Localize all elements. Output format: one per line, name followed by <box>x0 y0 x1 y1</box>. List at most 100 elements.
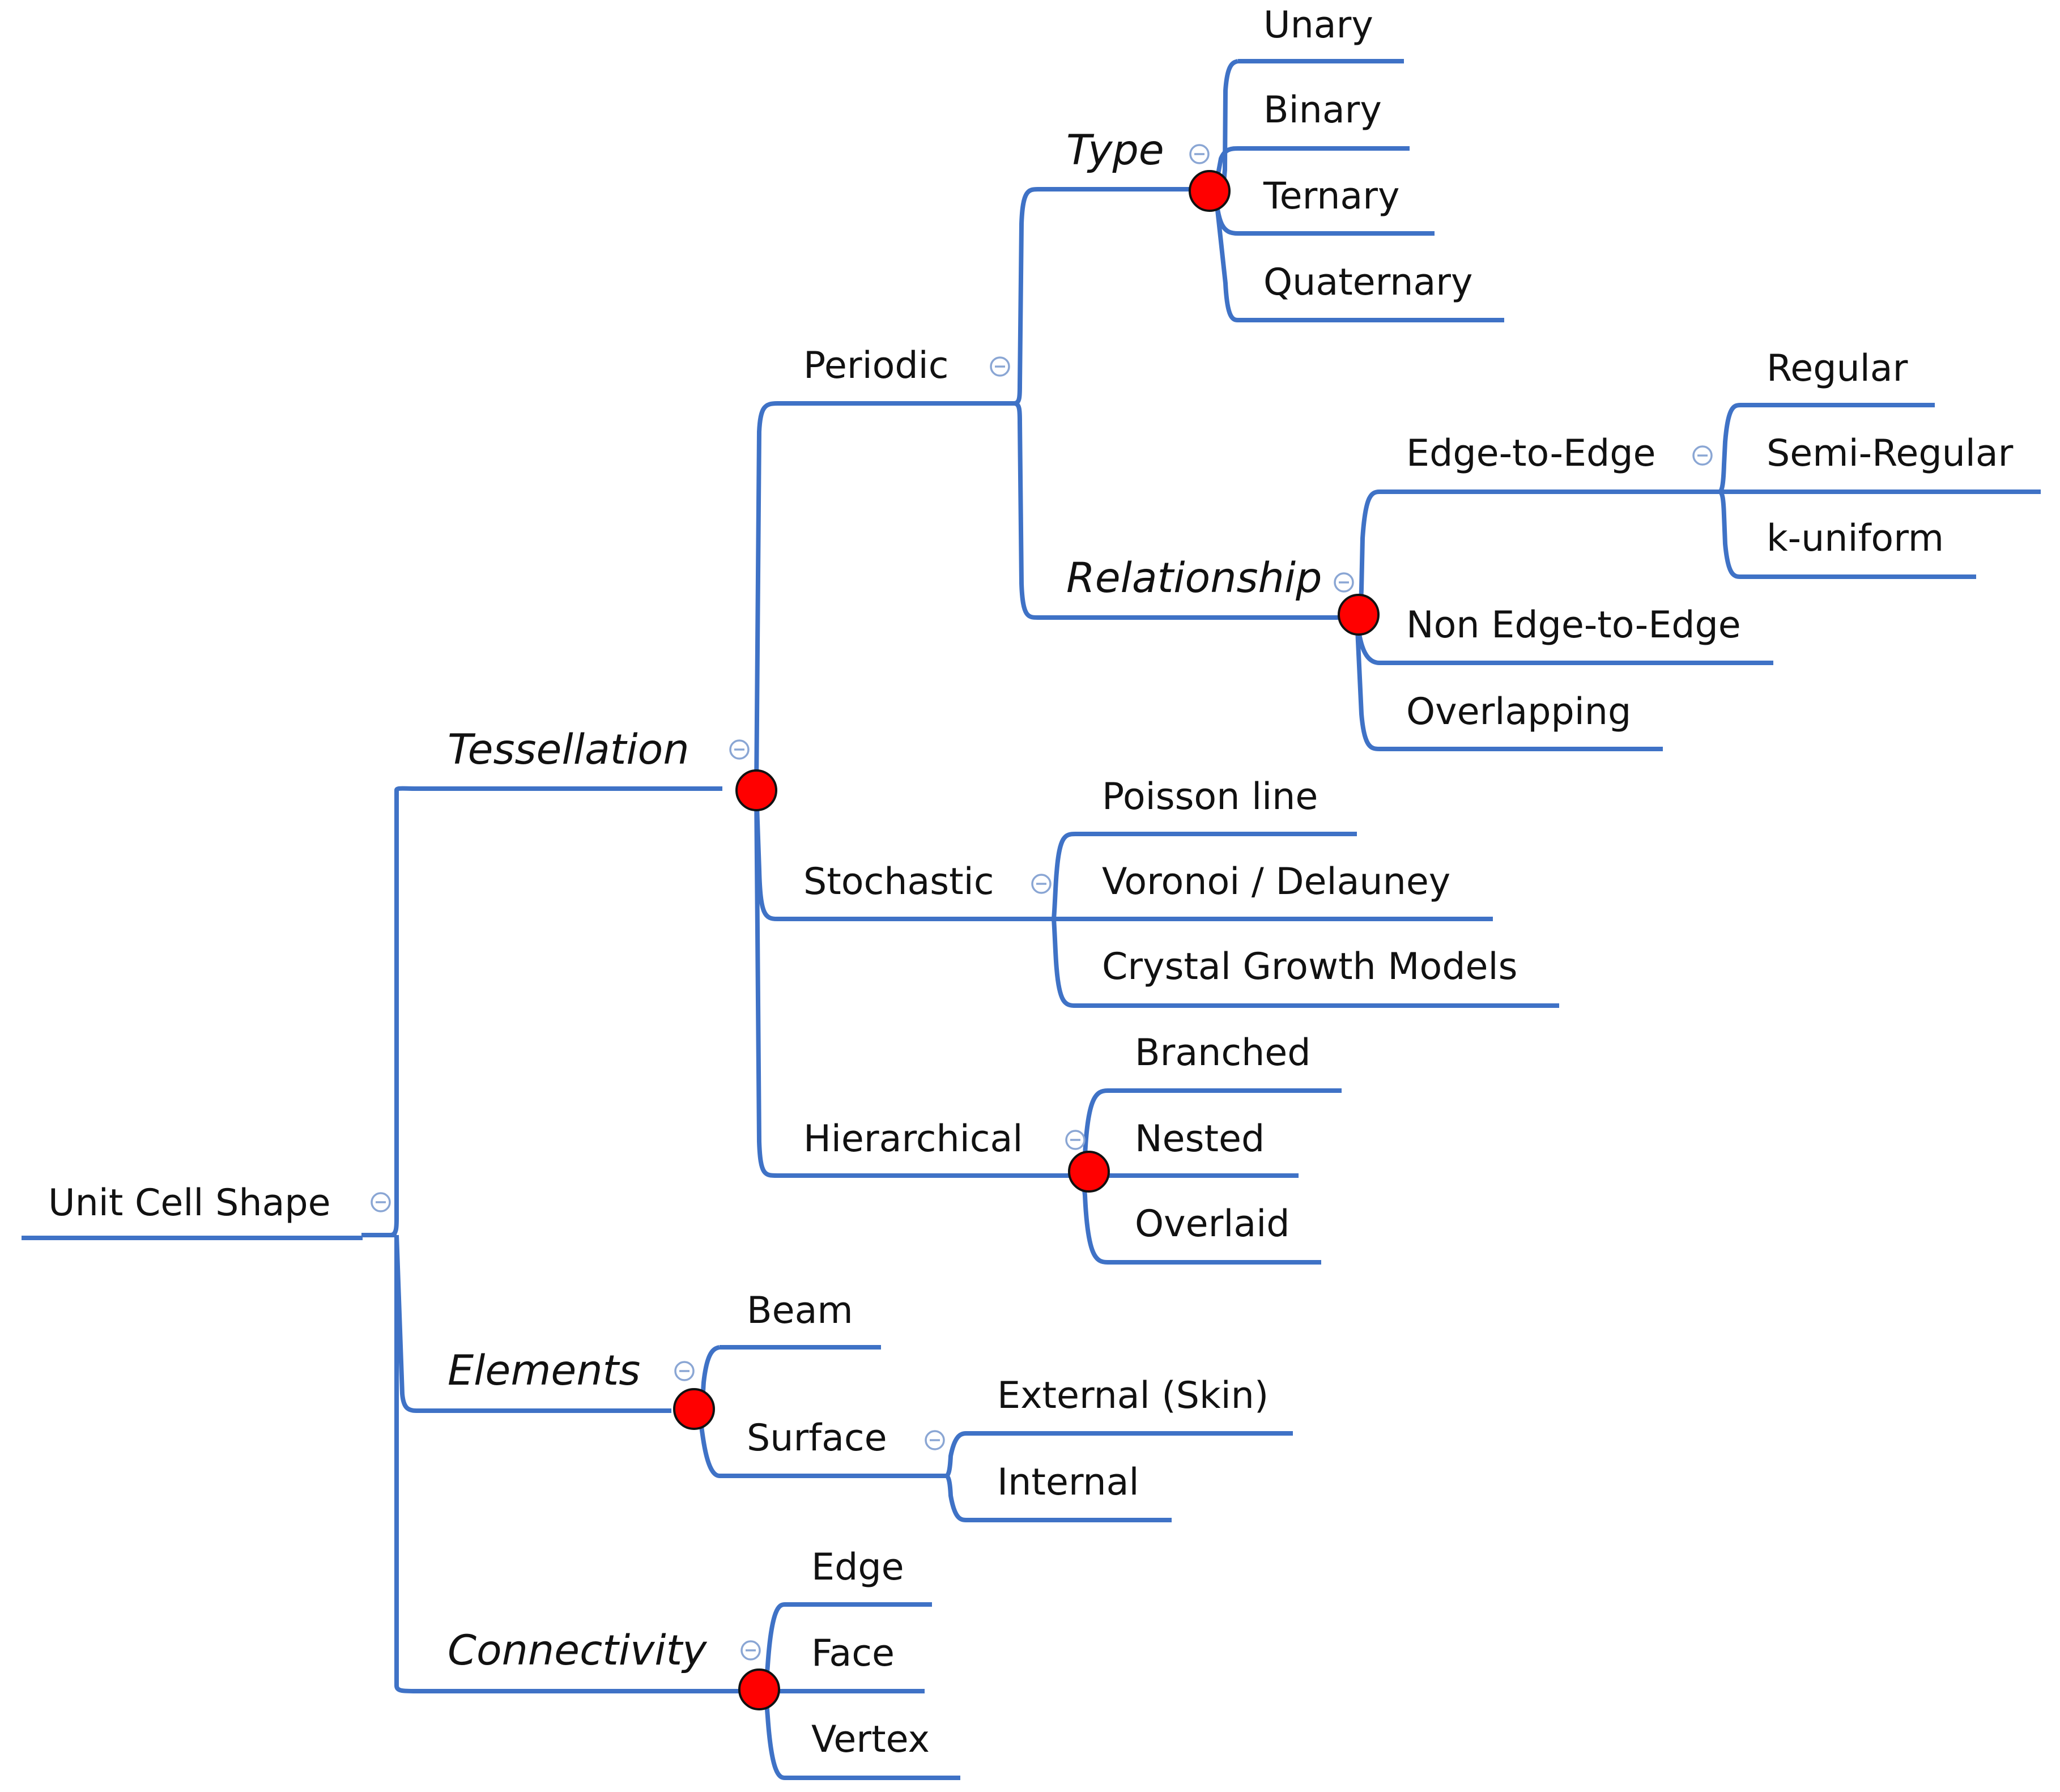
node-ternary[interactable]: Ternary <box>1238 175 1435 236</box>
connector-hierarchical <box>754 790 778 1178</box>
collapse-toggle-icon[interactable] <box>674 1361 695 1381</box>
node-semi-regular[interactable]: Semi-Regular <box>1740 432 2041 494</box>
node-hierarchical[interactable]: Hierarchical <box>777 1118 1054 1178</box>
connector-quaternary <box>1213 189 1238 322</box>
beam-label: Beam <box>747 1289 853 1332</box>
node-poisson-line[interactable]: Poisson line <box>1075 776 1357 836</box>
collapse-toggle-icon[interactable] <box>925 1430 945 1450</box>
collapse-toggle-icon[interactable] <box>1031 874 1052 894</box>
node-root[interactable]: Unit Cell Shape <box>22 1182 363 1240</box>
node-unary[interactable]: Unary <box>1238 4 1404 63</box>
connector-relationship <box>1014 401 1038 620</box>
connector-binary <box>1213 146 1238 190</box>
node-non-edge-to-edge[interactable]: Non Edge-to-Edge <box>1380 604 1773 665</box>
elements-label: Elements <box>448 1347 640 1395</box>
node-external-skin[interactable]: External (Skin) <box>966 1374 1293 1436</box>
connector-internal <box>945 1474 967 1522</box>
connector-periodic <box>754 401 778 791</box>
stochastic-label: Stochastic <box>803 861 994 903</box>
vertex-label: Vertex <box>811 1718 930 1761</box>
node-overlaid[interactable]: Overlaid <box>1108 1203 1321 1265</box>
node-elements[interactable]: Elements <box>416 1347 671 1413</box>
node-binary[interactable]: Binary <box>1238 89 1410 151</box>
node-edge[interactable]: Edge <box>785 1546 932 1607</box>
connector-stochastic <box>754 790 778 921</box>
connectivity-label: Connectivity <box>448 1627 708 1675</box>
non-edge-to-edge-label: Non Edge-to-Edge <box>1406 604 1741 646</box>
edge-label: Edge <box>811 1546 904 1589</box>
surface-label: Surface <box>747 1417 887 1459</box>
edge-to-edge-label: Edge-to-Edge <box>1406 432 1656 475</box>
ternary-label: Ternary <box>1263 175 1399 218</box>
collapse-toggle-icon[interactable] <box>1692 445 1713 466</box>
connector-overlapping <box>1355 617 1380 751</box>
node-surface[interactable]: Surface <box>720 1417 915 1478</box>
node-crystal-growth[interactable]: Crystal Growth Models <box>1075 946 1559 1008</box>
semi-regular-label: Semi-Regular <box>1767 432 2014 475</box>
node-edge-to-edge[interactable]: Edge-to-Edge <box>1380 432 1683 494</box>
unary-label: Unary <box>1263 4 1373 46</box>
node-relationship[interactable]: Relationship <box>1038 554 1348 620</box>
collapse-toggle-icon[interactable] <box>990 356 1010 377</box>
overlaid-label: Overlaid <box>1135 1203 1290 1245</box>
node-connectivity[interactable]: Connectivity <box>416 1627 734 1693</box>
root-label: Unit Cell Shape <box>48 1182 331 1224</box>
nodes: Unit Cell Shape Tessellation Elements Co… <box>22 4 2041 1780</box>
regular-label: Regular <box>1767 347 1908 390</box>
crystal-growth-label: Crystal Growth Models <box>1102 946 1517 988</box>
poisson-line-label: Poisson line <box>1102 776 1318 818</box>
collapse-toggle-icon[interactable] <box>1334 572 1354 593</box>
red-dot-marker <box>735 769 777 811</box>
node-branched[interactable]: Branched <box>1108 1032 1342 1093</box>
voronoi-label: Voronoi / Delauney <box>1102 861 1450 903</box>
internal-label: Internal <box>997 1461 1139 1504</box>
node-vertex[interactable]: Vertex <box>785 1718 960 1780</box>
binary-label: Binary <box>1263 89 1382 131</box>
face-label: Face <box>811 1632 895 1675</box>
node-beam[interactable]: Beam <box>720 1289 881 1350</box>
red-dot-marker <box>1338 594 1380 636</box>
connector-tessellation <box>390 786 417 1237</box>
quaternary-label: Quaternary <box>1263 261 1472 304</box>
nested-label: Nested <box>1135 1118 1265 1160</box>
node-quaternary[interactable]: Quaternary <box>1238 261 1504 322</box>
tessellation-label: Tessellation <box>448 726 689 774</box>
k-uniform-label: k-uniform <box>1767 517 1944 560</box>
collapse-toggle-icon[interactable] <box>729 739 750 760</box>
markers <box>673 170 1380 1710</box>
branched-label: Branched <box>1135 1032 1311 1074</box>
connector-regular <box>1683 403 1741 494</box>
node-periodic[interactable]: Periodic <box>777 344 980 406</box>
hierarchical-label: Hierarchical <box>803 1118 1023 1160</box>
red-dot-marker <box>673 1388 715 1430</box>
node-overlapping[interactable]: Overlapping <box>1380 691 1663 751</box>
collapse-toggle-icon[interactable] <box>1189 144 1210 164</box>
red-dot-marker <box>1189 170 1231 212</box>
relationship-label: Relationship <box>1066 554 1322 602</box>
node-regular[interactable]: Regular <box>1740 347 1935 407</box>
node-internal[interactable]: Internal <box>966 1461 1172 1522</box>
collapse-toggle-icon[interactable] <box>1065 1130 1086 1150</box>
connector-type <box>980 187 1038 406</box>
connector-k-uniform <box>1718 489 1741 579</box>
type-label: Type <box>1066 126 1164 174</box>
node-tessellation[interactable]: Tessellation <box>416 726 722 791</box>
periodic-label: Periodic <box>803 344 948 387</box>
connector-crystal-growth <box>1052 918 1076 1008</box>
node-k-uniform[interactable]: k-uniform <box>1740 517 1976 579</box>
external-skin-label: External (Skin) <box>997 1374 1269 1417</box>
collapse-toggles <box>371 144 1713 1661</box>
node-stochastic[interactable]: Stochastic <box>777 861 1020 921</box>
red-dot-marker <box>1068 1151 1110 1193</box>
node-voronoi[interactable]: Voronoi / Delauney <box>1075 861 1493 921</box>
node-type[interactable]: Type <box>1038 126 1201 191</box>
connector-elements <box>394 1235 417 1413</box>
red-dot-marker <box>738 1668 780 1710</box>
collapse-toggle-icon[interactable] <box>371 1192 391 1212</box>
collapse-toggle-icon[interactable] <box>740 1640 761 1661</box>
node-face[interactable]: Face <box>785 1632 925 1693</box>
connector-connectivity <box>394 1235 417 1693</box>
node-nested[interactable]: Nested <box>1108 1118 1299 1178</box>
connector-poisson-line <box>1020 832 1076 921</box>
